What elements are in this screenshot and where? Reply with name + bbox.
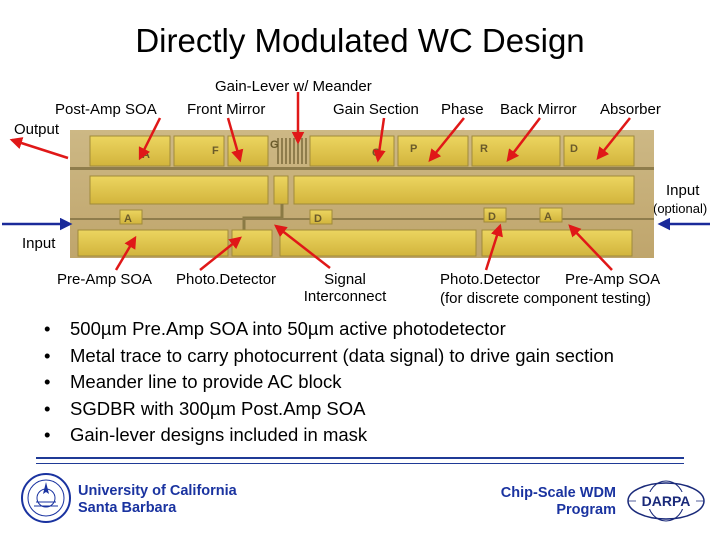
pad-letter-p: P bbox=[410, 143, 417, 155]
label-post-amp-soa: Post-Amp SOA bbox=[55, 101, 157, 118]
strip-right bbox=[293, 175, 635, 205]
label-gain-lever: Gain-Lever w/ Meander bbox=[215, 78, 372, 95]
pad-letter-a3: A bbox=[544, 211, 552, 223]
pad-d2 bbox=[309, 209, 333, 225]
label-photodetector: Photo.Detector bbox=[176, 271, 277, 288]
label-input-right: Input bbox=[666, 182, 700, 199]
label-input-optional: (optional) bbox=[653, 201, 708, 216]
ucsb-seal-icon bbox=[21, 473, 71, 523]
program-name: Chip-Scale WDM Program bbox=[456, 485, 616, 519]
pad-a2 bbox=[119, 209, 143, 225]
pad-post-amp-soa bbox=[89, 135, 171, 167]
arrow-photodetector bbox=[199, 236, 242, 271]
bullet-item: Gain-lever designs included in mask bbox=[44, 422, 614, 449]
label-pre-amp-soa: Pre-Amp SOA bbox=[57, 271, 153, 288]
ucsb-line2: Santa Barbara bbox=[78, 500, 177, 516]
program-line1: Chip-Scale WDM bbox=[500, 485, 616, 501]
ucsb-name: University of California Santa Barbara bbox=[78, 483, 237, 517]
pad-letter-d2: D bbox=[314, 213, 322, 225]
bullet-list: 500µm Pre.Amp SOA into 50µm active photo… bbox=[44, 316, 614, 449]
pad-front-mirror bbox=[173, 135, 225, 167]
label-front-mirror: Front Mirror bbox=[187, 101, 266, 118]
label-back-mirror: Back Mirror bbox=[500, 101, 577, 118]
waveguide bbox=[70, 167, 654, 170]
arrow-pre-amp-soa bbox=[114, 235, 137, 271]
bullet-item: SGDBR with 300µm Post.Amp SOA bbox=[44, 396, 614, 423]
arrow-pre-amp-soa-right bbox=[568, 224, 613, 271]
pad-letter-f: F bbox=[212, 145, 219, 157]
bullet-item: Meander line to provide AC block bbox=[44, 369, 614, 396]
label-absorber: Absorber bbox=[600, 101, 661, 118]
pad-letter-a2: A bbox=[124, 213, 132, 225]
arrow-photodetector-right bbox=[484, 223, 503, 271]
arrow-gain-section bbox=[373, 117, 386, 163]
arrow-phase bbox=[428, 117, 465, 162]
label-signal-line1: Signal bbox=[324, 271, 366, 288]
label-pd-preamp-line1: Photo.Detector Pre-Amp SOA bbox=[440, 271, 661, 288]
footer-rule-thick bbox=[36, 457, 684, 459]
arrow-front-mirror bbox=[226, 117, 244, 163]
footer-rule-thin bbox=[36, 463, 684, 464]
darpa-text: DARPA bbox=[642, 493, 691, 509]
pad-d3-small bbox=[483, 207, 507, 223]
label-signal-interconnect: Signal Interconnect bbox=[290, 271, 400, 305]
program-line2: Program bbox=[556, 502, 616, 518]
slide-title: Directly Modulated WC Design bbox=[135, 22, 585, 59]
darpa-logo-icon: DARPA bbox=[627, 480, 705, 522]
pad-a3-small bbox=[539, 207, 563, 223]
pad-pre-amp-soa bbox=[77, 229, 229, 257]
meander-line bbox=[277, 138, 307, 164]
arrow-back-mirror bbox=[506, 117, 541, 162]
ucsb-line1: University of California bbox=[78, 483, 237, 499]
arrow-signal-interconnect bbox=[274, 224, 331, 269]
annotation-arrows bbox=[2, 92, 710, 271]
pad-letter-d3: D bbox=[488, 211, 496, 223]
waveguide-lower bbox=[70, 218, 654, 220]
pad-bottom-middle bbox=[279, 229, 477, 257]
label-signal-line2: Interconnect bbox=[303, 288, 387, 305]
strip-left bbox=[89, 175, 269, 205]
arrow-output bbox=[9, 137, 69, 160]
chip-micrograph: A F G G P R D A D A D bbox=[70, 130, 654, 258]
label-output: Output bbox=[14, 121, 60, 138]
label-input-left: Input bbox=[22, 235, 56, 252]
label-pd-preamp-line2: (for discrete component testing) bbox=[440, 290, 651, 307]
pad-letter-d1: D bbox=[570, 143, 578, 155]
bullet-item: Metal trace to carry photocurrent (data … bbox=[44, 343, 614, 370]
arrow-absorber bbox=[596, 117, 631, 160]
label-gain-section: Gain Section bbox=[333, 101, 419, 118]
pad-letter-g1: G bbox=[270, 139, 279, 151]
pad-letter-r: R bbox=[480, 143, 488, 155]
label-phase: Phase bbox=[441, 101, 484, 118]
pad-bottom-right bbox=[481, 229, 633, 257]
arrow-post-amp-soa bbox=[138, 117, 162, 161]
bullet-item: 500µm Pre.Amp SOA into 50µm active photo… bbox=[44, 316, 614, 343]
